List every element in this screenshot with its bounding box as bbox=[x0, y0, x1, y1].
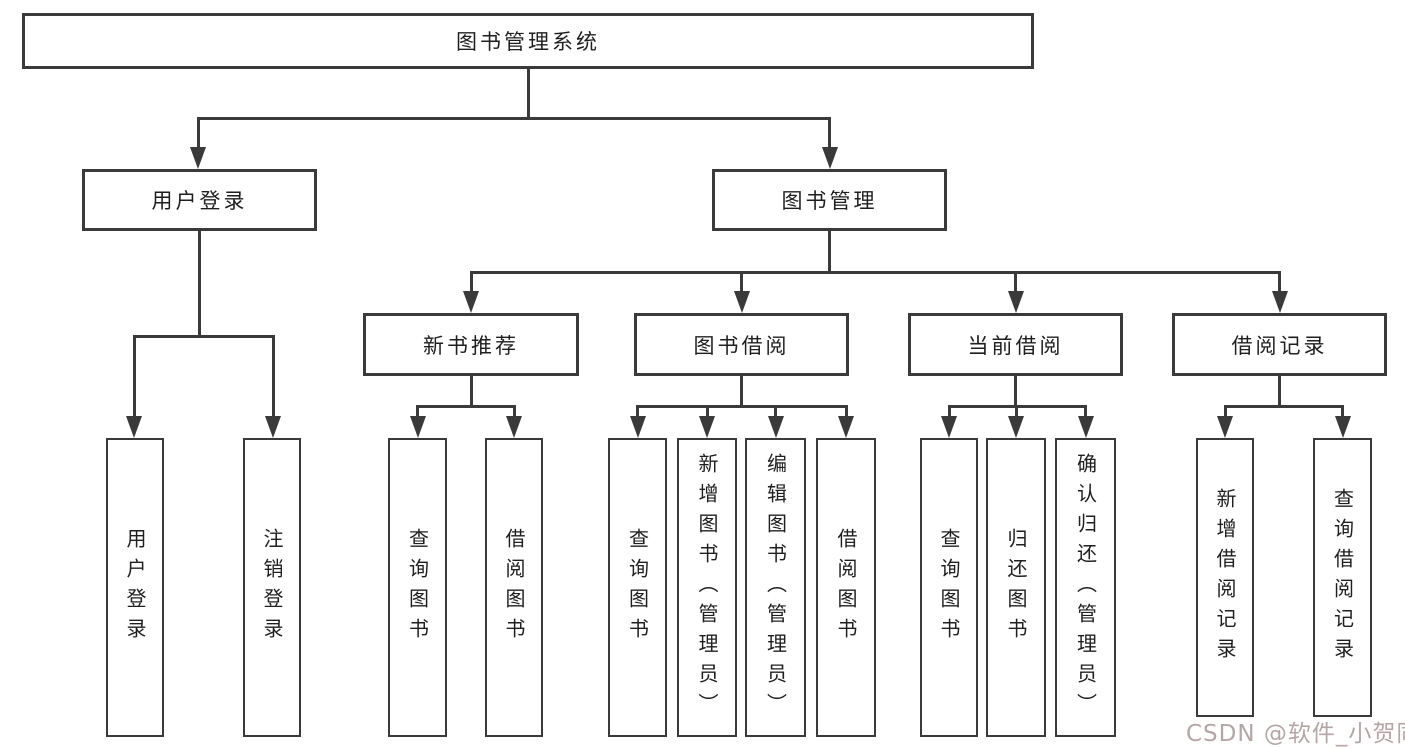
node-book-borrow-label: 图书借阅 bbox=[693, 333, 790, 358]
node-root-label: 图书管理系统 bbox=[456, 30, 600, 54]
leaf-confirm-return-admin-label: 确认归还（管理员） bbox=[1073, 452, 1098, 723]
leaf-recommend-query-books: 查询图书 bbox=[388, 438, 447, 737]
arrow-down-icon bbox=[733, 291, 750, 313]
arrow-down-icon bbox=[1077, 416, 1094, 438]
connector-line bbox=[1278, 271, 1281, 297]
connector-line bbox=[1223, 405, 1227, 425]
leaf-add-books-admin: 新增图书（管理员） bbox=[677, 438, 737, 737]
node-current-borrow-label: 当前借阅 bbox=[967, 333, 1064, 358]
arrow-down-icon bbox=[506, 416, 522, 438]
leaf-recommend-borrow-books-label: 借阅图书 bbox=[502, 527, 526, 648]
connector-line bbox=[196, 117, 200, 152]
connector-line bbox=[705, 405, 709, 425]
node-book-management: 图书管理 bbox=[712, 169, 947, 231]
leaf-edit-books-admin: 编辑图书（管理员） bbox=[745, 438, 806, 737]
leaf-borrow-query-books: 查询图书 bbox=[608, 438, 667, 737]
arrow-down-icon bbox=[838, 416, 854, 438]
arrow-down-icon bbox=[629, 416, 646, 438]
arrow-down-icon bbox=[1007, 291, 1024, 313]
leaf-add-borrow-record-label: 新增借阅记录 bbox=[1213, 487, 1237, 668]
connector-line bbox=[740, 376, 743, 405]
connector-line bbox=[1014, 405, 1018, 425]
arrow-down-icon bbox=[767, 416, 784, 438]
connector-line bbox=[196, 117, 831, 120]
connector-line bbox=[636, 405, 639, 425]
connector-line bbox=[526, 69, 530, 117]
leaf-query-borrow-record: 查询借阅记录 bbox=[1313, 438, 1372, 717]
leaf-return-books-label: 归还图书 bbox=[1004, 527, 1028, 648]
arrow-down-icon bbox=[463, 291, 479, 313]
connector-line bbox=[636, 405, 848, 408]
connector-line bbox=[1341, 405, 1344, 425]
node-borrow-records: 借阅记录 bbox=[1172, 313, 1387, 376]
connector-line bbox=[132, 335, 275, 338]
arrow-down-icon bbox=[821, 147, 838, 169]
connector-line bbox=[469, 376, 473, 405]
arrow-down-icon bbox=[409, 416, 426, 438]
arrow-down-icon bbox=[265, 416, 281, 438]
connector-line bbox=[1223, 405, 1344, 408]
leaf-user-login-label: 用户登录 bbox=[123, 527, 147, 648]
leaf-recommend-query-books-label: 查询图书 bbox=[405, 527, 430, 648]
watermark-text: CSDN @软件_小贺同学 bbox=[1186, 721, 1405, 747]
connector-line bbox=[416, 405, 419, 425]
leaf-current-query-books-label: 查询图书 bbox=[937, 527, 961, 648]
node-borrow-records-label: 借阅记录 bbox=[1231, 333, 1328, 358]
connector-line bbox=[947, 405, 951, 425]
arrow-down-icon bbox=[941, 416, 957, 438]
arrow-down-icon bbox=[126, 416, 142, 438]
arrow-down-icon bbox=[190, 147, 206, 169]
leaf-current-query-books: 查询图书 bbox=[920, 438, 978, 737]
leaf-logout-login: 注销登录 bbox=[243, 438, 301, 737]
arrow-down-icon bbox=[1008, 416, 1024, 438]
connector-line bbox=[1014, 271, 1017, 297]
leaf-query-borrow-record-label: 查询借阅记录 bbox=[1330, 487, 1355, 668]
connector-line bbox=[1278, 376, 1281, 405]
node-book-borrow: 图书借阅 bbox=[634, 313, 849, 376]
leaf-add-borrow-record: 新增借阅记录 bbox=[1196, 438, 1254, 717]
node-user-login-label: 用户登录 bbox=[151, 189, 248, 213]
connector-line bbox=[132, 335, 136, 425]
node-current-borrow: 当前借阅 bbox=[908, 313, 1123, 376]
leaf-confirm-return-admin: 确认归还（管理员） bbox=[1055, 438, 1116, 737]
connector-line bbox=[469, 271, 473, 297]
connector-line bbox=[828, 231, 831, 271]
node-new-book-recommend-label: 新书推荐 bbox=[423, 333, 519, 358]
arrow-down-icon bbox=[1271, 291, 1288, 313]
connector-line bbox=[1014, 376, 1017, 405]
node-root: 图书管理系统 bbox=[22, 13, 1034, 69]
connector-line bbox=[469, 271, 1281, 274]
leaf-edit-books-admin-label: 编辑图书（管理员） bbox=[763, 452, 788, 723]
leaf-recommend-borrow-books: 借阅图书 bbox=[485, 438, 543, 737]
leaf-borrow-query-books-label: 查询图书 bbox=[625, 527, 650, 648]
connector-line bbox=[271, 335, 275, 425]
connector-line bbox=[740, 271, 743, 297]
connector-line bbox=[512, 405, 516, 425]
connector-line bbox=[1084, 405, 1087, 425]
arrow-down-icon bbox=[1334, 416, 1351, 438]
node-user-login: 用户登录 bbox=[82, 169, 317, 231]
leaf-borrow-books: 借阅图书 bbox=[816, 438, 876, 737]
leaf-user-login: 用户登录 bbox=[106, 438, 164, 737]
connector-line bbox=[416, 405, 516, 408]
node-new-book-recommend: 新书推荐 bbox=[363, 313, 579, 376]
leaf-add-books-admin-label: 新增图书（管理员） bbox=[695, 452, 719, 723]
arrow-down-icon bbox=[1217, 416, 1233, 438]
connector-line bbox=[828, 117, 831, 152]
node-book-management-label: 图书管理 bbox=[781, 189, 878, 213]
connector-line bbox=[197, 231, 201, 335]
leaf-logout-login-label: 注销登录 bbox=[260, 527, 284, 648]
connector-line bbox=[774, 405, 777, 425]
connector-line bbox=[844, 405, 848, 425]
leaf-return-books: 归还图书 bbox=[986, 438, 1046, 737]
arrow-down-icon bbox=[699, 416, 715, 438]
leaf-borrow-books-label: 借阅图书 bbox=[834, 527, 858, 648]
